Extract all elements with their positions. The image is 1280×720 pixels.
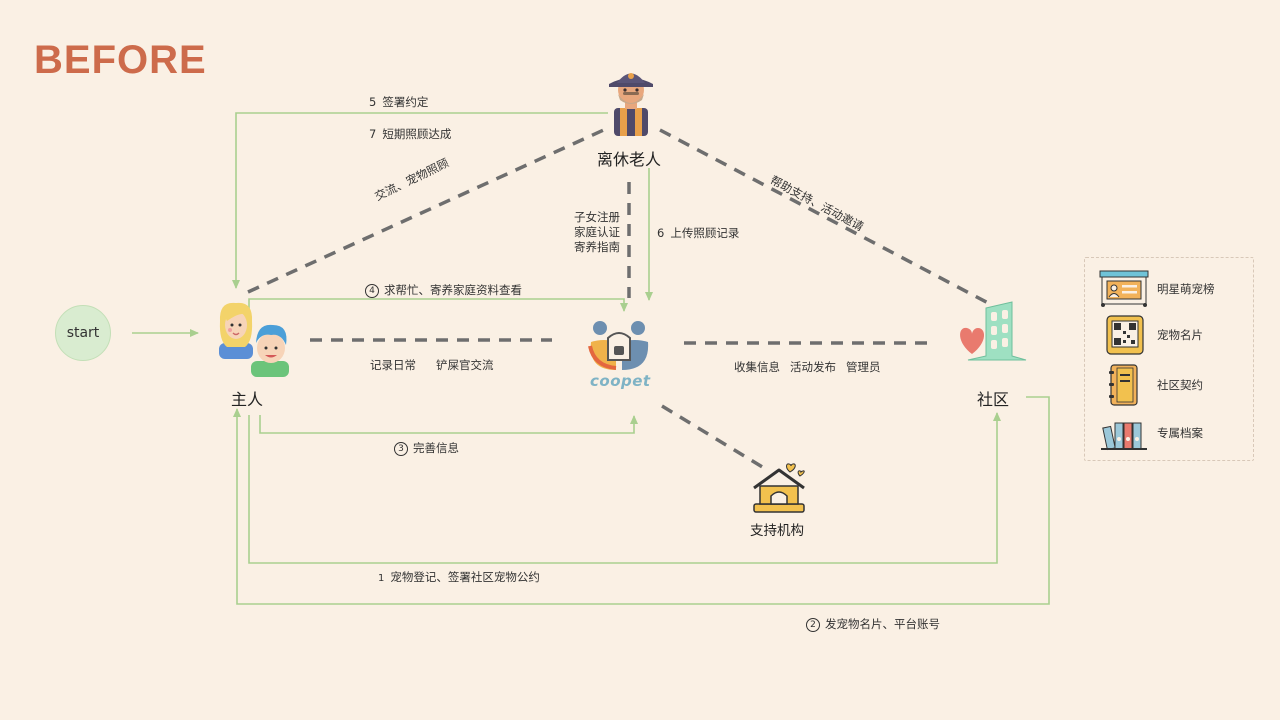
arrow-3-owner-platform [259,415,638,434]
edge-label-owner-platform-1: 记录日常 [370,358,416,372]
edge-label-community-platform-3: 管理员 [846,360,881,374]
legend-item: 专属档案 [1099,411,1203,455]
legend-label: 明星萌宠榜 [1157,282,1215,296]
start-label: start [66,325,100,341]
coopet-wordmark: coopet [590,372,651,390]
legend-item: 社区契约 [1099,363,1203,407]
edge-label-retiree-platform: 子女注册 家庭认证 寄养指南 [574,210,620,254]
arrow-1-owner-community [248,412,1001,564]
legend-item: 明星萌宠榜 [1099,267,1215,311]
dashed-platform-support [661,404,765,470]
community-label: 社区 [977,390,1010,409]
qr-card-icon [1106,315,1144,355]
edge-label-community-platform-2: 活动发布 [790,360,836,374]
leaderboard-icon [1099,270,1149,307]
legend-label: 专属档案 [1157,426,1203,440]
arrow-5-retiree-owner [232,112,608,289]
coopet-logo: coopet [588,321,651,390]
retiree-label: 离休老人 [597,150,662,169]
page-title: BEFORE [34,38,207,82]
edge-label-community-platform-1: 收集信息 [734,360,780,374]
edge-label-owner-platform-2: 铲屎官交流 [436,358,494,372]
support-org-label: 支持机构 [750,523,804,539]
start-node: start [55,305,111,361]
dashed-owner-retiree [247,126,609,294]
owner-icon [219,302,289,377]
legend-label: 社区契约 [1157,378,1203,392]
legend-label: 宠物名片 [1157,328,1203,342]
notebook-icon [1109,364,1138,406]
folders-icon [1101,422,1147,451]
support-org-icon [753,463,805,513]
retiree-icon [609,73,653,136]
legend: 明星萌宠榜 宠物名片 社区契约 专属档案 [1084,257,1254,461]
owner-label: 主人 [231,390,264,409]
arrow-2-community-owner [233,396,1050,605]
legend-item: 宠物名片 [1099,313,1203,357]
arrow-4-owner-platform [248,298,628,312]
community-icon [960,301,1027,361]
